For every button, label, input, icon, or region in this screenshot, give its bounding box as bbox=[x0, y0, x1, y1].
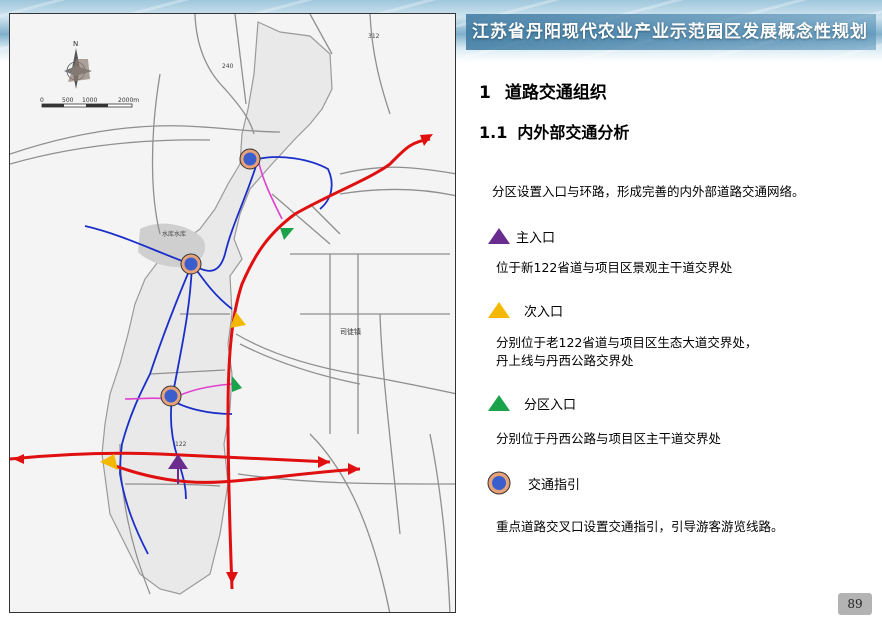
plan-map: N 0 500 1000 2000m 240 312 122 司徒镇 水库水库 bbox=[9, 13, 456, 613]
subsection-title: 内外部交通分析 bbox=[517, 123, 630, 142]
section-heading: 1 道路交通组织 bbox=[479, 78, 607, 103]
arrow-east-1 bbox=[318, 456, 330, 468]
map-label: 240 bbox=[222, 63, 234, 70]
arrow-west bbox=[13, 454, 24, 464]
arrow-east-2 bbox=[348, 463, 360, 475]
legend-desc: 分别位于丹西公路与项目区主干道交界处 bbox=[496, 431, 722, 446]
subsection-heading: 1.1 内外部交通分析 bbox=[479, 119, 629, 143]
page-title: 江苏省丹阳现代农业产业示范园区发展概念性规划 bbox=[466, 14, 876, 50]
legend-desc: 重点道路交叉口设置交通指引，引导游客游览线路。 bbox=[496, 519, 784, 534]
traffic-guide-marker bbox=[180, 253, 202, 275]
legend-desc-line: 分别位于老122省道与项目区生态大道交界处， bbox=[496, 335, 758, 350]
map-label: 司徒镇 bbox=[340, 327, 361, 336]
scale-tick: 0 bbox=[40, 97, 44, 104]
legend-desc: 分别位于老122省道与项目区生态大道交界处， 丹上线与丹西公路交界处 bbox=[496, 334, 757, 370]
legend-desc-line: 丹上线与丹西公路交界处 bbox=[496, 353, 634, 368]
internal-route-magenta bbox=[257, 158, 283, 220]
map-label: 122 bbox=[175, 441, 187, 448]
scale-bar bbox=[41, 103, 133, 108]
secondary-entrance-marker bbox=[100, 454, 118, 470]
page-number: 89 bbox=[838, 593, 872, 615]
arrow-south bbox=[226, 572, 238, 584]
north-label: N bbox=[73, 40, 78, 48]
purple-triangle-icon bbox=[488, 228, 510, 244]
traffic-guide-marker bbox=[239, 148, 261, 170]
compass-rose bbox=[64, 48, 92, 89]
legend-zone-entrance: 分区入口 bbox=[486, 393, 576, 413]
section-number: 1 bbox=[479, 83, 491, 103]
traffic-guide-marker bbox=[160, 385, 182, 407]
legend-label: 交通指引 bbox=[528, 477, 581, 493]
arrow-north bbox=[420, 134, 433, 146]
zone-entrance-marker bbox=[232, 376, 242, 392]
scale-tick: 1000 bbox=[82, 97, 97, 104]
project-area bbox=[101, 21, 333, 595]
green-triangle-icon bbox=[488, 395, 510, 411]
scale-tick: 500 bbox=[62, 97, 74, 104]
legend-desc: 位于新122省道与项目区景观主干道交界处 bbox=[496, 260, 733, 275]
legend-secondary-entrance: 次入口 bbox=[486, 300, 563, 320]
subsection-number: 1.1 bbox=[479, 123, 508, 142]
section-title: 道路交通组织 bbox=[504, 83, 607, 103]
scale-tick: 2000m bbox=[118, 97, 139, 104]
legend-main-entrance: 主入口 bbox=[486, 226, 555, 246]
map-canvas: N 0 500 1000 2000m 240 312 122 司徒镇 水库水库 bbox=[10, 14, 455, 612]
legend-label: 分区入口 bbox=[524, 397, 577, 413]
zone-entrance-marker bbox=[280, 228, 294, 240]
legend-traffic-guide: 交通指引 bbox=[486, 470, 580, 496]
legend-label: 主入口 bbox=[516, 230, 556, 246]
traffic-guide-icon bbox=[487, 471, 511, 495]
intro-text: 分区设置入口与环路，形成完善的内外部道路交通网络。 bbox=[492, 184, 805, 199]
map-label: 312 bbox=[368, 33, 380, 40]
map-label: 水库水库 bbox=[162, 230, 186, 238]
secondary-entrance-marker bbox=[230, 312, 246, 328]
yellow-triangle-icon bbox=[488, 302, 510, 318]
legend-label: 次入口 bbox=[524, 304, 564, 320]
highways bbox=[10, 137, 431, 590]
main-entrance-marker bbox=[168, 454, 188, 469]
